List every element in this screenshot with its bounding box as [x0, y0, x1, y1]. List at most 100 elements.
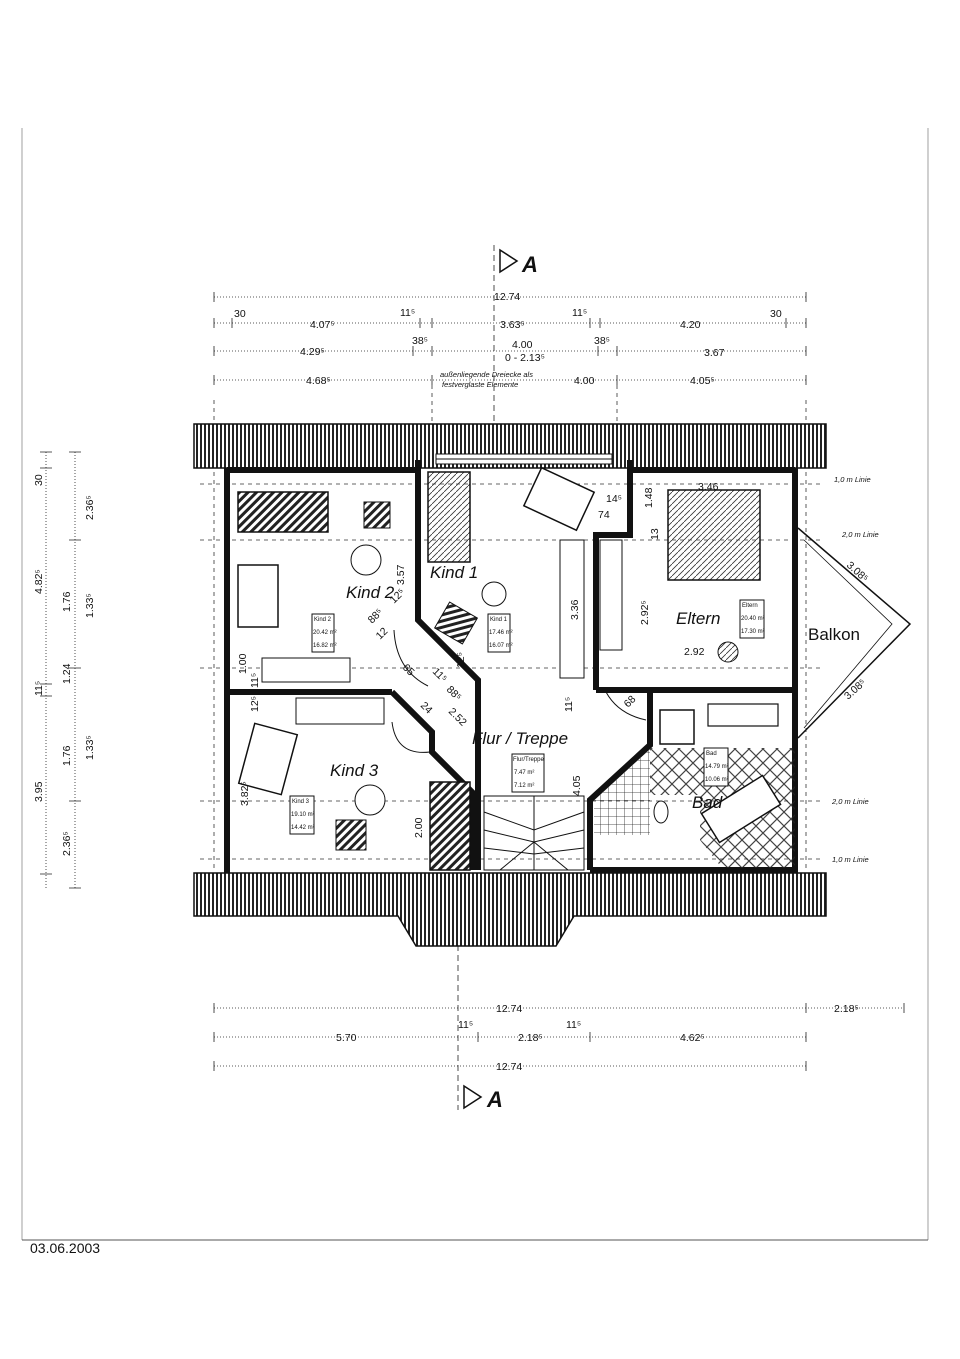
svg-text:3.67: 3.67 — [704, 347, 725, 359]
bath-floor-2 — [594, 748, 650, 835]
svg-text:4.20: 4.20 — [680, 319, 701, 331]
svg-text:12⁵: 12⁵ — [455, 652, 467, 668]
svg-text:Kind 1: Kind 1 — [490, 617, 508, 623]
svg-text:3.82⁵: 3.82⁵ — [239, 781, 251, 806]
svg-text:1.76: 1.76 — [61, 591, 73, 612]
room-kind2: Kind 2 — [346, 583, 395, 602]
bed-kind3 — [429, 781, 471, 871]
svg-text:74: 74 — [598, 509, 610, 521]
svg-text:12.74: 12.74 — [496, 1003, 522, 1015]
stairs — [483, 795, 585, 871]
svg-text:11⁵: 11⁵ — [430, 666, 449, 685]
svg-text:4.05⁵: 4.05⁵ — [690, 375, 715, 387]
svg-text:68: 68 — [622, 693, 639, 710]
desk-kind1 — [522, 466, 596, 532]
svg-text:11⁵: 11⁵ — [566, 1019, 581, 1031]
window-top — [435, 453, 613, 465]
svg-text:24: 24 — [418, 700, 435, 717]
svg-text:3.08⁵: 3.08⁵ — [842, 677, 868, 703]
room-kind3: Kind 3 — [330, 761, 379, 780]
svg-text:88⁵: 88⁵ — [444, 684, 464, 704]
section-marker-top: A — [499, 248, 538, 277]
dim-total-top: 12.74 — [494, 291, 520, 303]
svg-text:14.42 m²: 14.42 m² — [291, 825, 315, 831]
svg-text:2.00: 2.00 — [413, 817, 425, 838]
svg-text:5.70: 5.70 — [336, 1032, 357, 1044]
svg-text:19.10 m²: 19.10 m² — [291, 812, 315, 818]
room-kind1: Kind 1 — [430, 563, 478, 582]
left-dimension-labels: 30 4.82⁵ 11⁵ 3.95 1.76 1.24 1.76 2.36⁵ 1… — [33, 474, 96, 856]
bathtub — [700, 774, 782, 844]
svg-text:14⁵: 14⁵ — [606, 493, 622, 505]
svg-text:11⁵: 11⁵ — [249, 673, 261, 688]
svg-text:12: 12 — [374, 625, 391, 642]
svg-text:38⁵: 38⁵ — [412, 335, 428, 347]
svg-text:4.00: 4.00 — [512, 339, 533, 351]
svg-text:4.68⁵: 4.68⁵ — [306, 375, 331, 387]
svg-text:1.33⁵: 1.33⁵ — [84, 593, 96, 618]
svg-text:2.92⁵: 2.92⁵ — [639, 600, 651, 625]
svg-text:20.40 m²: 20.40 m² — [741, 616, 765, 622]
armchair-k1 — [433, 601, 479, 645]
desk-kind2 — [237, 564, 279, 628]
svg-text:A: A — [486, 1087, 503, 1112]
svg-text:38⁵: 38⁵ — [594, 335, 610, 347]
room-flur: Flur / Treppe — [472, 729, 568, 748]
svg-text:1.24: 1.24 — [61, 663, 73, 684]
chair-kind2 — [350, 544, 382, 576]
svg-text:A: A — [521, 252, 538, 277]
svg-text:2,0 m Linie: 2,0 m Linie — [841, 530, 879, 539]
svg-text:11⁵: 11⁵ — [33, 681, 45, 696]
svg-text:7.47 m²: 7.47 m² — [514, 770, 534, 776]
svg-text:4.62⁵: 4.62⁵ — [680, 1032, 705, 1044]
chair-kind1 — [481, 581, 507, 607]
svg-text:30: 30 — [234, 308, 246, 320]
toilet — [653, 800, 669, 824]
svg-text:12⁵: 12⁵ — [249, 696, 261, 712]
svg-text:65: 65 — [400, 662, 417, 679]
svg-text:11⁵: 11⁵ — [572, 307, 587, 319]
svg-text:0 - 2.13⁵: 0 - 2.13⁵ — [505, 352, 545, 364]
height-line-labels: 1,0 m Linie 2,0 m Linie 2,0 m Linie 1,0 … — [831, 475, 879, 864]
room-labels: Kind 2 Kind 1 Eltern Kind 3 Flur / Trepp… — [330, 563, 860, 812]
svg-text:4.05: 4.05 — [571, 775, 583, 796]
svg-text:4.29⁵: 4.29⁵ — [300, 346, 325, 358]
area-tags: Kind 2 20.42 m² 16.82 m² Kind 1 17.46 m²… — [289, 599, 765, 835]
svg-text:2.18⁵: 2.18⁵ — [834, 1003, 859, 1015]
left-dimensions — [40, 451, 81, 889]
svg-text:2,0 m Linie: 2,0 m Linie — [831, 797, 869, 806]
svg-text:17.30 m²: 17.30 m² — [741, 629, 765, 635]
svg-text:20.42 m²: 20.42 m² — [313, 630, 337, 636]
room-balkon: Balkon — [808, 625, 860, 644]
svg-text:3.46: 3.46 — [698, 481, 719, 493]
bed-eltern — [667, 489, 761, 581]
svg-text:16.07 m²: 16.07 m² — [489, 643, 513, 649]
section-marker-bottom: A — [463, 1084, 503, 1112]
svg-text:4.00: 4.00 — [574, 375, 595, 387]
balcony — [797, 527, 912, 739]
wardrobe-eltern — [599, 539, 623, 651]
svg-text:2.18⁵: 2.18⁵ — [518, 1032, 543, 1044]
sofa-kind2 — [261, 657, 351, 683]
svg-text:16.82 m²: 16.82 m² — [313, 643, 337, 649]
svg-text:11⁵: 11⁵ — [563, 697, 575, 712]
svg-text:3.08⁵: 3.08⁵ — [844, 559, 870, 585]
sofa-kind3 — [295, 697, 385, 725]
svg-text:1.48: 1.48 — [643, 487, 655, 508]
svg-text:1.33⁵: 1.33⁵ — [84, 735, 96, 760]
glazing-note-1: außenliegende Dreiecke als — [440, 370, 533, 379]
bed-kind1 — [427, 471, 471, 563]
bottom-dimension-labels: 12.74 2.18⁵ 5.70 11⁵ 2.18⁵ 11⁵ 4.62⁵ 12.… — [336, 1003, 859, 1073]
roof-bottom — [193, 872, 827, 947]
svg-text:Flur/Treppe: Flur/Treppe — [513, 757, 544, 763]
svg-text:Kind 3: Kind 3 — [292, 799, 310, 805]
svg-text:2.36⁵: 2.36⁵ — [61, 831, 73, 856]
svg-text:2.92: 2.92 — [684, 646, 705, 658]
chair-kind3 — [354, 784, 386, 816]
doors — [391, 629, 647, 753]
bed-kind2 — [237, 491, 329, 533]
svg-text:30: 30 — [770, 308, 782, 320]
svg-text:13: 13 — [649, 528, 661, 540]
svg-text:Bad: Bad — [706, 751, 717, 757]
